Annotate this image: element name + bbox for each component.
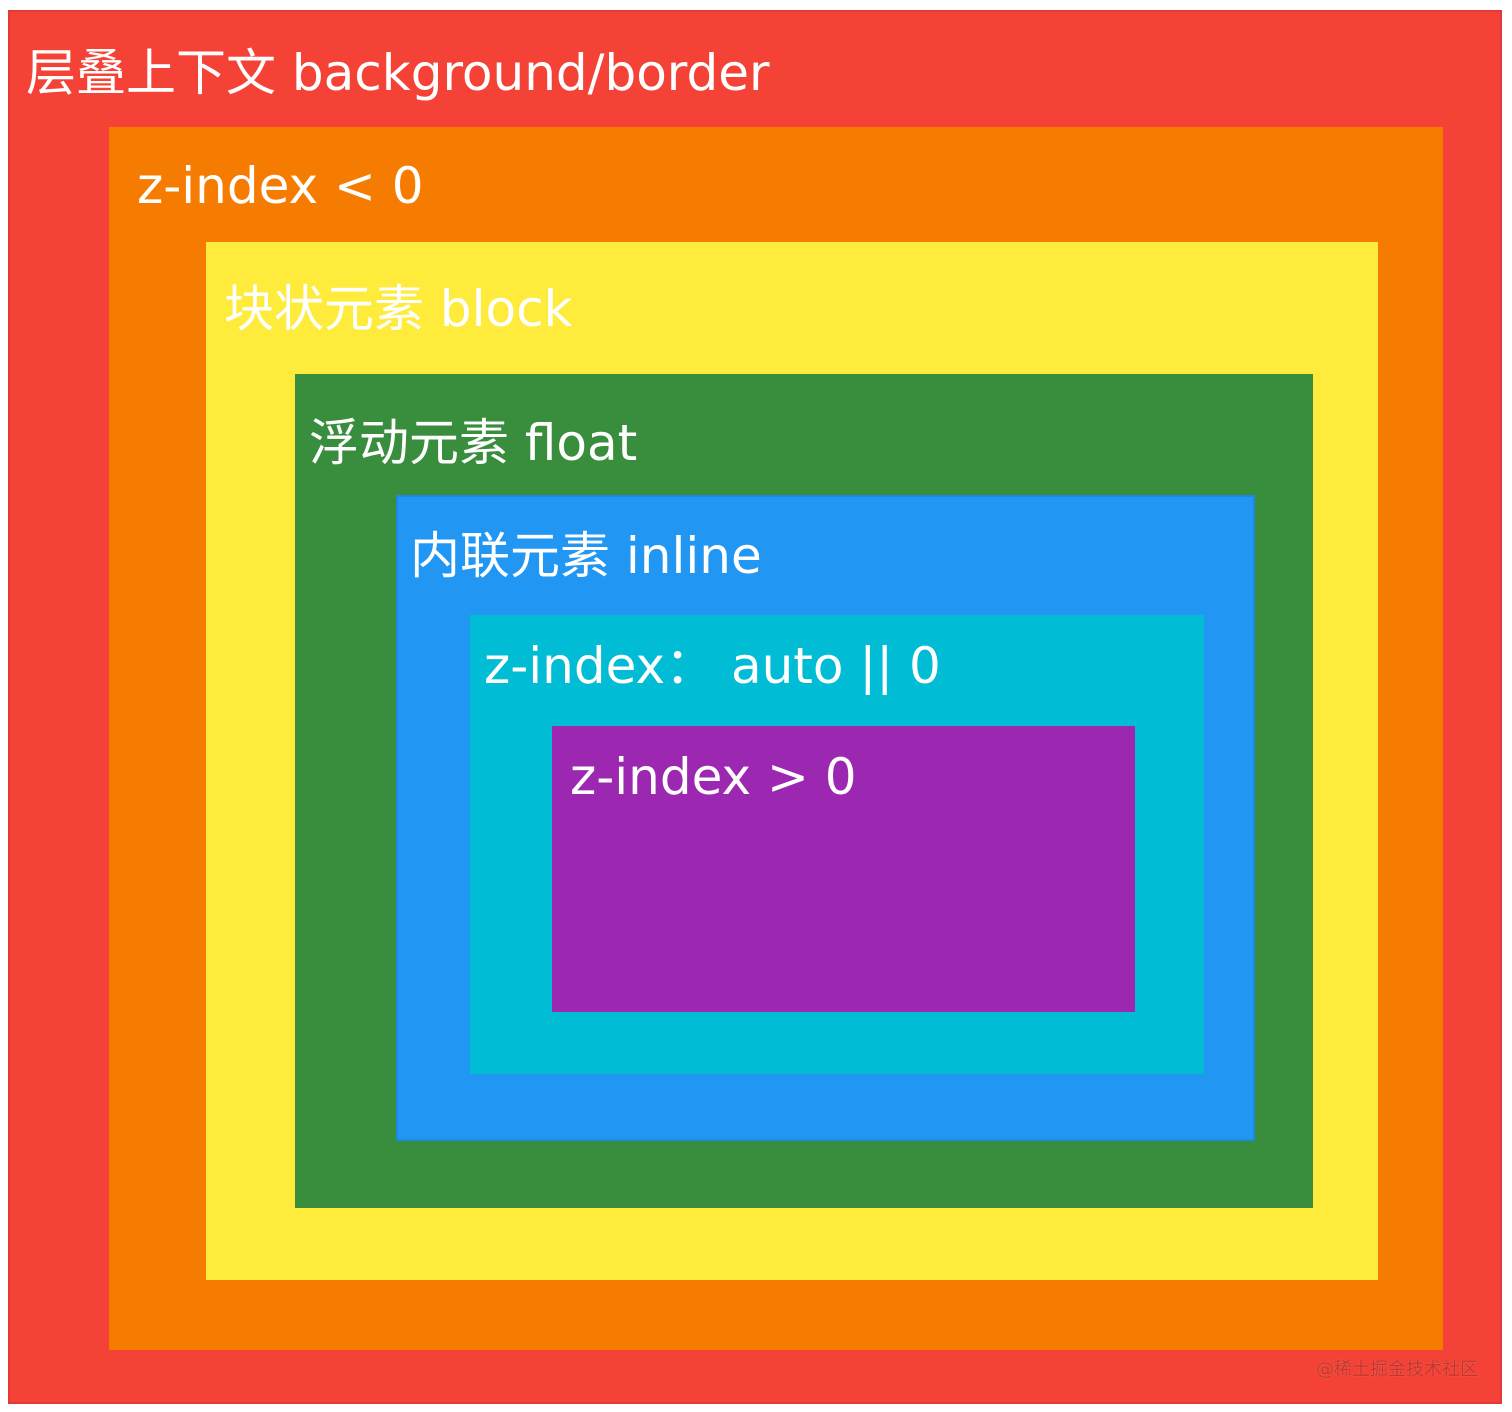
layer-label-z-index-auto-zero: z-index： auto || 0	[484, 637, 941, 695]
layer-positive-z-index: z-index > 0	[552, 726, 1135, 1012]
layer-label-positive-z-index: z-index > 0	[570, 748, 857, 806]
layer-label-negative-z-index: z-index < 0	[137, 157, 424, 215]
layer-label-float: 浮动元素 float	[309, 414, 638, 472]
watermark: @稀土掘金技术社区	[1316, 1359, 1478, 1380]
layer-label-block: 块状元素 block	[224, 280, 573, 338]
layer-label-background-border: 层叠上下文 background/border	[26, 44, 770, 102]
layer-label-inline: 内联元素 inline	[410, 527, 762, 585]
